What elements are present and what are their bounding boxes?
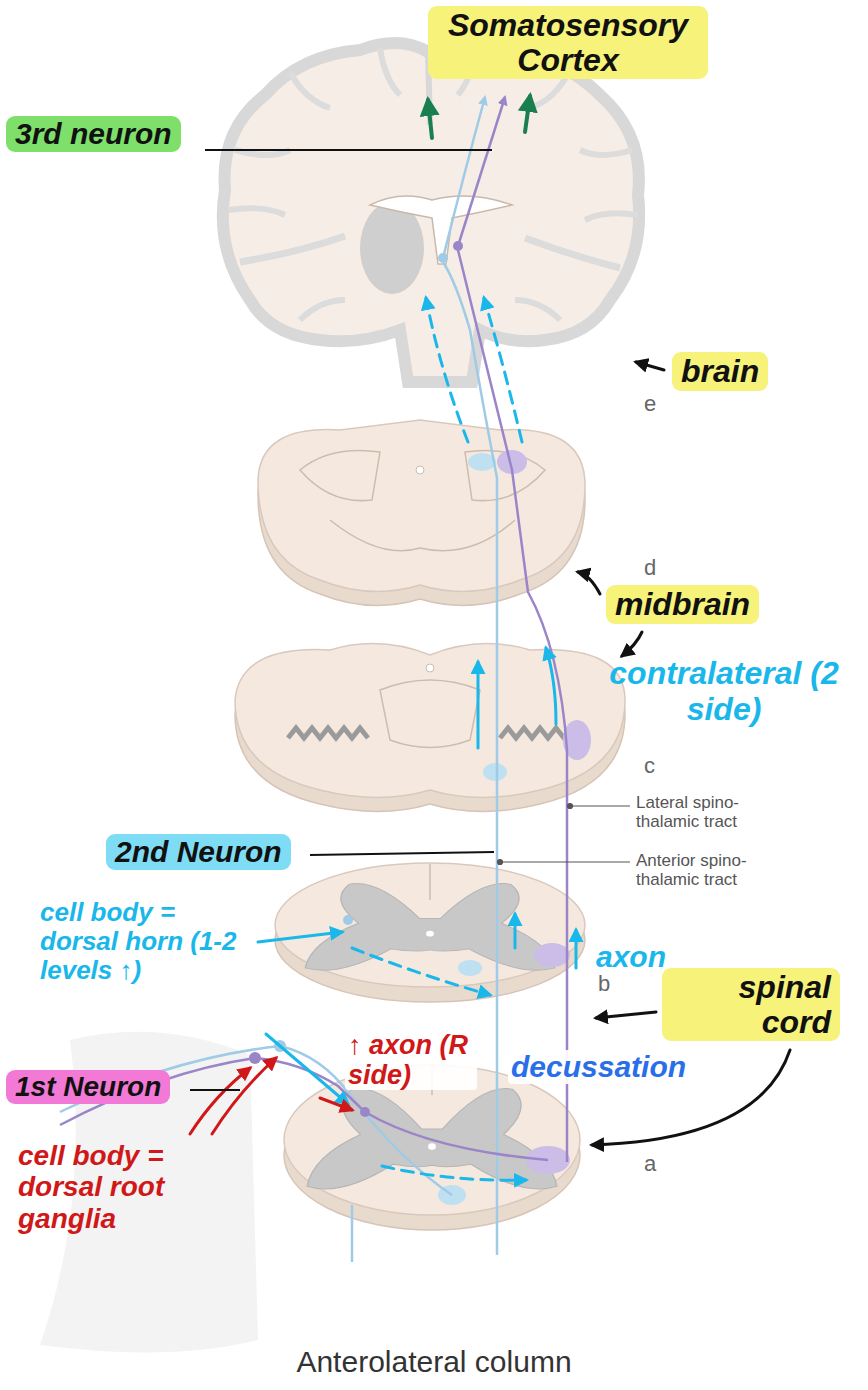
highlight-label: spinal cord: [662, 968, 840, 1041]
annotation-arrow: [428, 96, 530, 138]
brain-section: [228, 208, 285, 215]
annotation-arrow: [477, 662, 480, 748]
leader-line: [498, 804, 631, 865]
highlight-label: midbrain: [606, 585, 759, 624]
anterior-spinothalamic-tract: [443, 262, 497, 1255]
brain-section: [515, 300, 560, 320]
leader-line: [500, 861, 630, 862]
brain-section: [585, 213, 638, 220]
annotation-text: midbrain: [615, 587, 750, 622]
highlight-label: 1st Neuron: [6, 1070, 170, 1104]
lateral-spinothalamic-tract: [458, 250, 567, 1162]
lateral-spinothalamic-tract: [360, 1107, 370, 1117]
annotation-arrow: [546, 648, 556, 724]
handwritten-note: ↑ axon (R side): [345, 1030, 477, 1090]
section-label: a: [644, 1152, 656, 1177]
section-label: c: [644, 754, 655, 779]
annotation-arrow: [426, 298, 468, 442]
highlight-label: 2nd Neuron: [106, 834, 291, 870]
handwritten-note: cell body = dorsal root ganglia: [18, 1140, 218, 1234]
annotation-arrow: [578, 572, 600, 594]
brain-section: [360, 202, 424, 294]
section-label: d: [644, 556, 656, 581]
annotation-arrow: [596, 1012, 656, 1018]
brain-section: [223, 43, 639, 382]
spinal-cord-section: [275, 863, 585, 987]
annotation-text: brain: [681, 354, 759, 389]
spinal-cord-section: [305, 884, 555, 971]
handwritten-note: decussation: [508, 1050, 689, 1084]
annotation-arrow: [212, 1058, 276, 1134]
midbrain-section: [300, 450, 380, 500]
annotation-arrow: [575, 930, 578, 968]
anterior-spinothalamic-tract: [351, 1205, 354, 1262]
midbrain-section: [258, 420, 585, 591]
annotation-arrow: [258, 932, 342, 942]
section-label: Anterior spino-thalamic tract: [636, 851, 776, 889]
medulla-section: [380, 680, 480, 748]
annotation-text: spinal cord: [671, 970, 831, 1039]
leader-line: [310, 852, 494, 855]
annotation-text: 3rd neuron: [15, 118, 172, 150]
annotation-text: 2nd Neuron: [115, 836, 282, 868]
annotation-arrow: [514, 914, 517, 948]
annotation-arrow: [636, 362, 664, 370]
tract-region: [534, 943, 570, 967]
lateral-spinothalamic-tract: [453, 241, 463, 251]
midbrain-section: [465, 450, 545, 500]
midbrain-section: [330, 520, 515, 551]
annotation-arrow: [382, 1166, 526, 1180]
annotation-arrow: [258, 298, 576, 1180]
highlight-label: brain: [672, 352, 768, 391]
caption: Anterolateral column: [0, 1345, 868, 1379]
medulla-section: [288, 728, 368, 738]
brain-section: [290, 72, 330, 108]
spinal-cord-section: [429, 864, 431, 900]
brain-section: [300, 300, 345, 320]
annotation-text: 1st Neuron: [15, 1072, 161, 1102]
annotation-arrow: [525, 96, 530, 132]
leader-line: [190, 1089, 240, 1091]
handwritten-note: contralateral (2 side): [590, 656, 858, 728]
midbrain-section: [416, 466, 424, 474]
lateral-spinothalamic-tract: [249, 1052, 261, 1064]
annotation-arrow: [320, 1098, 352, 1110]
highlight-label: 3rd neuron: [6, 116, 181, 152]
section-label: Lateral spino-thalamic tract: [636, 793, 776, 831]
brain-section: [223, 43, 639, 382]
anterior-spinothalamic-tract: [438, 253, 448, 263]
annotation-arrow: [428, 100, 432, 138]
annotation-arrow: [622, 632, 642, 656]
section-label: b: [598, 972, 610, 997]
tract-region: [483, 763, 507, 781]
leader-line: [570, 805, 630, 806]
handwritten-note: cell body = dorsal horn (1-2 levels ↑): [40, 898, 254, 985]
annotation-arrow: [484, 298, 522, 442]
annotation-text: Somatosensory Cortex: [437, 8, 699, 77]
brain-section: [580, 150, 632, 155]
annotation-arrow: [352, 948, 490, 995]
leader-line: [568, 804, 573, 809]
leader-line: [498, 860, 503, 865]
annotation-arrow: [190, 1058, 352, 1134]
tract-region: [458, 960, 482, 976]
midbrain-section: [258, 420, 585, 605]
annotation-arrow: [266, 1034, 348, 1104]
brain-section: [240, 236, 345, 262]
leader-line: [205, 149, 492, 151]
medulla-section: [426, 664, 434, 672]
section-label: e: [644, 392, 656, 417]
spinal-cord-section: [275, 863, 585, 1002]
lateral-spinothalamic-tract: [458, 97, 505, 246]
brain-section: [380, 48, 400, 95]
brain-section: [525, 238, 620, 268]
anterior-spinothalamic-tract: [343, 915, 353, 925]
brain-section: [370, 196, 512, 264]
handwritten-note: axon: [596, 940, 666, 974]
lateral-spinothalamic-tract: [60, 97, 567, 1162]
highlight-label: Somatosensory Cortex: [428, 6, 708, 79]
